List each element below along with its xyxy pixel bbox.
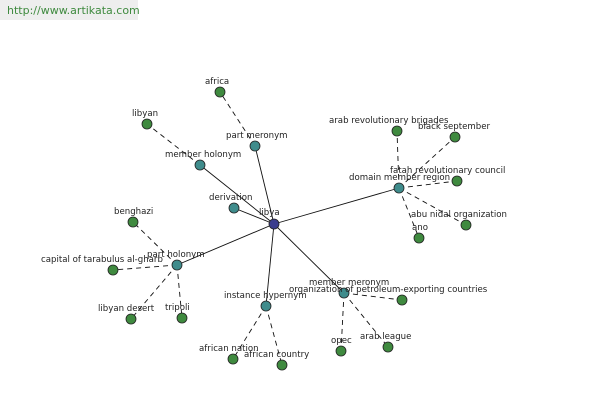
graph-labels: part meronym africa member holonym libyan de… <box>41 77 507 360</box>
label-black-september: black september <box>418 122 491 132</box>
edge-member-holonym <box>199 164 275 225</box>
label-libya: libya <box>259 208 280 218</box>
label-part-holonym: part holonym <box>147 250 205 260</box>
node-libyan[interactable] <box>141 118 153 130</box>
label-derivation: derivation <box>209 193 252 203</box>
label-abu-nidal-organization: abu nidal organization <box>411 210 507 220</box>
node-part-meronym[interactable] <box>249 140 261 152</box>
node-instance-hypernym[interactable] <box>260 300 272 312</box>
edge-derivation <box>233 207 275 225</box>
node-organization-of-petroleum-exporting-countries[interactable] <box>396 294 408 306</box>
label-ano: ano <box>412 223 428 233</box>
edge-libyan <box>146 123 201 166</box>
label-capital-of-tarabulus-al-gharb: capital of tarabulus al-gharb <box>41 255 163 265</box>
node-member-meronym[interactable] <box>338 287 350 299</box>
label-member-meronym: member meronym <box>309 278 389 288</box>
label-african-nation: african nation <box>199 344 259 354</box>
node-opec[interactable] <box>335 345 347 357</box>
label-instance-hypernym: instance hypernym <box>224 291 307 301</box>
edge-arab-league <box>343 292 389 348</box>
node-african-nation[interactable] <box>227 353 239 365</box>
edge-fatah-revolutionary-council <box>398 180 458 189</box>
node-arab-revolutionary-brigades[interactable] <box>391 125 403 137</box>
node-member-holonym[interactable] <box>194 159 206 171</box>
edge-capital-of-tarabulus-al-gharb <box>112 264 178 271</box>
edge-part-holonym <box>176 223 275 266</box>
node-fatah-revolutionary-council[interactable] <box>451 175 463 187</box>
label-tripoli: tripoli <box>165 303 190 313</box>
url-banner: http://www.artikata.com <box>0 0 140 20</box>
node-abu-nidal-organization[interactable] <box>460 219 472 231</box>
node-libyan-desert[interactable] <box>125 313 137 325</box>
node-part-holonym[interactable] <box>171 259 183 271</box>
edge-africa <box>219 91 256 147</box>
node-arab-league[interactable] <box>382 341 394 353</box>
edge-organization-of-petroleum-exporting-countries <box>343 292 403 301</box>
edge-opec <box>340 292 345 352</box>
label-benghazi: benghazi <box>114 207 153 217</box>
site-url[interactable]: http://www.artikata.com <box>7 4 140 17</box>
label-libyan-desert: libyan desert <box>98 304 155 314</box>
edge-arab-revolutionary-brigades <box>396 130 400 189</box>
edge-domain-member-region <box>273 187 400 225</box>
label-domain-member-region: domain member region <box>349 173 450 183</box>
label-libyan: libyan <box>132 109 158 119</box>
label-opec: opec <box>331 336 352 346</box>
label-african-country: african country <box>244 350 309 360</box>
graph-nodes <box>107 86 472 371</box>
label-organization-of-petroleum-exporting-countries: organization of petroleum-exporting coun… <box>289 285 488 295</box>
node-benghazi[interactable] <box>127 216 139 228</box>
edge-african-nation <box>232 305 267 360</box>
node-libya[interactable] <box>268 218 280 230</box>
label-arab-revolutionary-brigades: arab revolutionary brigades <box>329 116 449 126</box>
node-tripoli[interactable] <box>176 312 188 324</box>
node-domain-member-region[interactable] <box>393 182 405 194</box>
edge-african-country <box>265 305 283 366</box>
label-africa: africa <box>205 77 229 87</box>
node-derivation[interactable] <box>228 202 240 214</box>
edge-libyan-desert <box>130 264 178 320</box>
label-part-meronym: part meronym <box>226 131 288 141</box>
node-ano[interactable] <box>413 232 425 244</box>
edge-instance-hypernym <box>265 223 275 307</box>
label-fatah-revolutionary-council: fatah revolutionary council <box>390 166 505 176</box>
label-arab-league: arab league <box>360 332 411 342</box>
label-member-holonym: member holonym <box>165 150 241 160</box>
node-black-september[interactable] <box>449 131 461 143</box>
node-africa[interactable] <box>214 86 226 98</box>
edge-member-meronym <box>273 223 345 294</box>
node-capital-of-tarabulus-al-gharb[interactable] <box>107 264 119 276</box>
edge-benghazi <box>132 221 178 266</box>
graph-edges <box>112 91 467 366</box>
node-african-country[interactable] <box>276 359 288 371</box>
edge-abu-nidal-organization <box>398 187 467 226</box>
edge-part-meronym <box>254 145 275 225</box>
edge-black-september <box>398 136 456 189</box>
